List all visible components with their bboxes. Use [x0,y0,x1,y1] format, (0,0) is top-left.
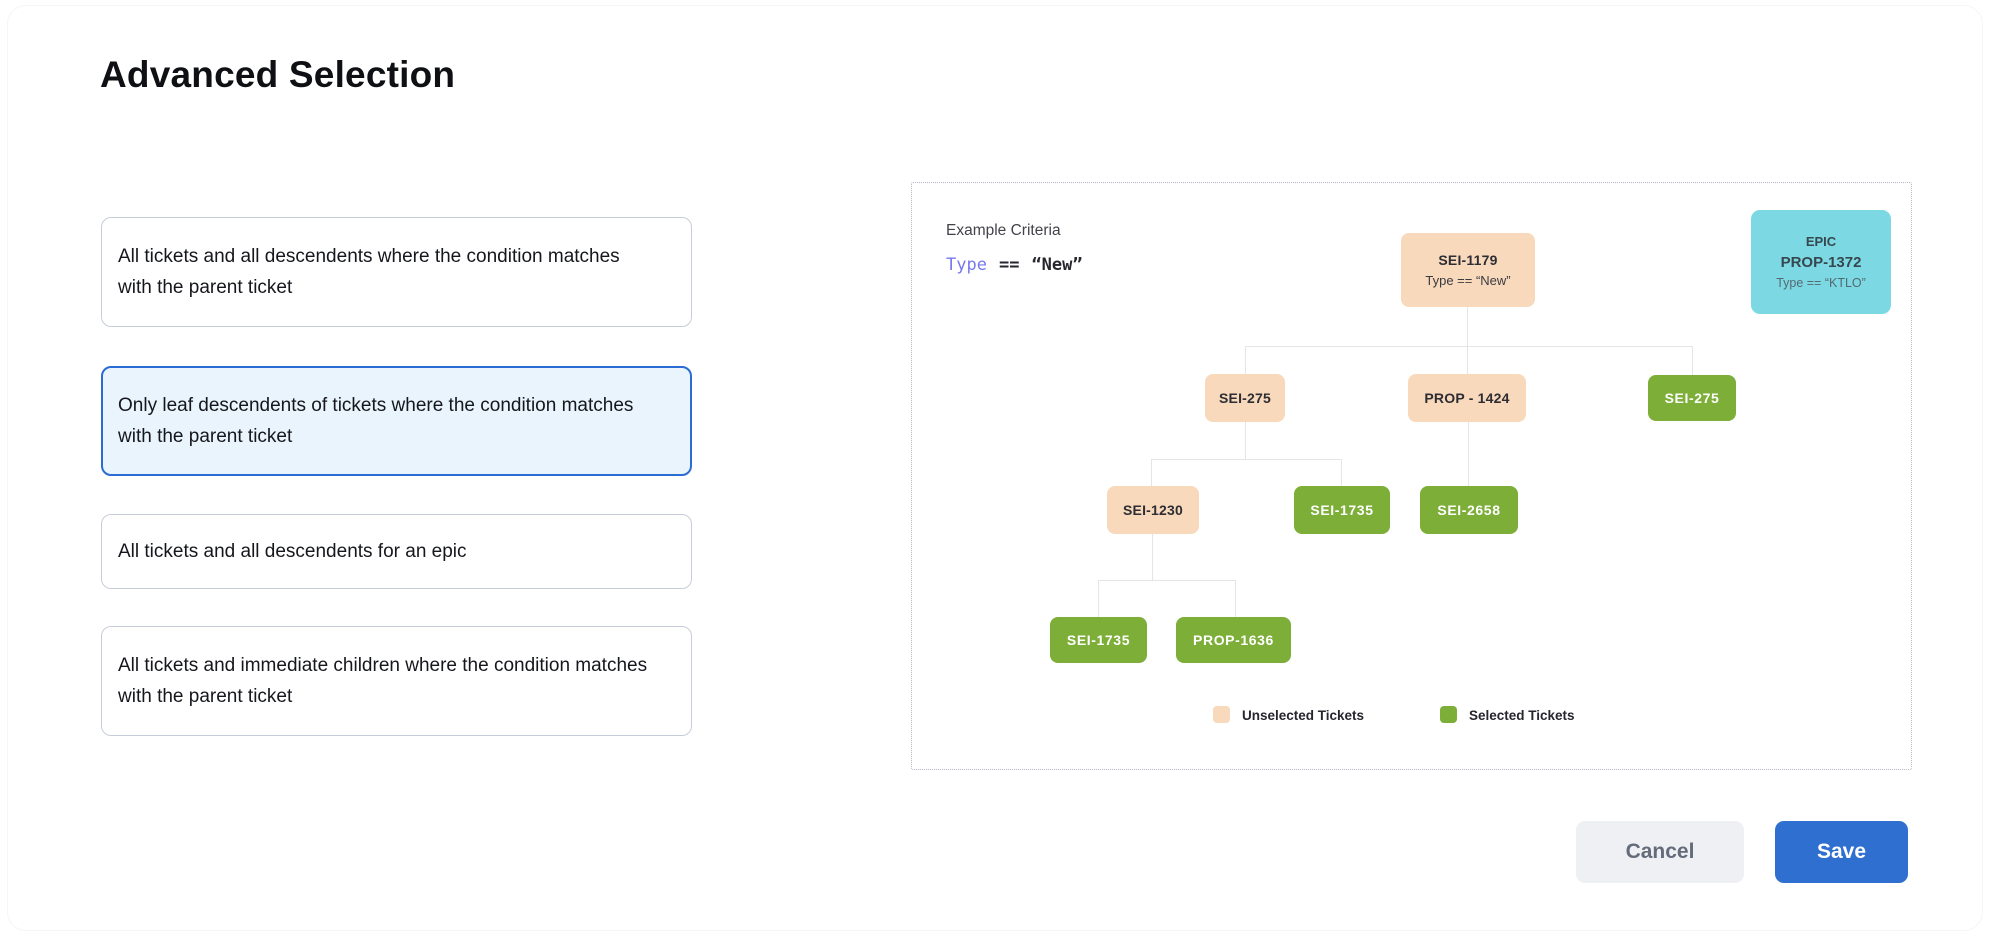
legend-label-selected: Selected Tickets [1469,708,1575,723]
tree-node-id: SEI-2658 [1437,502,1501,518]
tree-node-id: SEI-1179 [1438,252,1498,268]
option-label: All tickets and all descendents where th… [118,245,620,299]
tree-connector [1467,307,1468,374]
tree-connector [1468,422,1469,486]
tree-node: SEI-275 [1205,374,1285,422]
tree-connector [1235,580,1236,617]
option-card-epic-descendents[interactable]: All tickets and all descendents for an e… [101,514,692,589]
tree-node: SEI-1735 [1294,486,1390,534]
tree-connector [1245,346,1246,374]
tree-node-id: SEI-1735 [1066,632,1131,648]
tree-node-id: SEI-275 [1664,390,1720,406]
tree-node-id: SEI-1230 [1123,502,1183,518]
tree-node-root: SEI-1179 Type == “New” [1401,233,1535,307]
tree-node-criteria: Type == “New” [1425,273,1511,288]
tree-node: SEI-2658 [1420,486,1518,534]
option-card-all-descendents[interactable]: All tickets and all descendents where th… [101,217,692,327]
tree-connector [1245,346,1692,347]
epic-card-criteria: Type == “KTLO” [1776,276,1866,290]
cancel-button[interactable]: Cancel [1576,821,1744,883]
tree-node-id: PROP-1636 [1193,632,1274,648]
epic-card-id: PROP-1372 [1780,254,1862,271]
tree-node: SEI-275 [1648,375,1736,421]
save-button[interactable]: Save [1775,821,1908,883]
legend-label-unselected: Unselected Tickets [1242,708,1365,723]
criteria-operator: == [998,255,1020,275]
example-criteria-heading: Example Criteria [946,222,1061,239]
option-card-leaf-descendents[interactable]: Only leaf descendents of tickets where t… [101,366,692,476]
criteria-value: “New” [1031,255,1083,275]
tree-connector [1098,580,1235,581]
tree-node: SEI-1230 [1107,486,1199,534]
option-label: All tickets and immediate children where… [118,654,648,708]
tree-connector [1151,459,1152,486]
example-criteria-expression: Type == “New” [946,255,1083,275]
option-label: Only leaf descendents of tickets where t… [118,394,634,448]
tree-connector [1152,534,1153,580]
tree-node: SEI-1735 [1050,617,1147,663]
advanced-selection-dialog: Advanced Selection All tickets and all d… [8,6,1982,930]
legend-swatch-unselected [1213,706,1230,723]
page-title: Advanced Selection [100,54,456,95]
tree-connector [1245,422,1246,459]
tree-connector [1098,580,1099,617]
tree-node: PROP-1636 [1176,617,1291,663]
epic-card: EPIC PROP-1372 Type == “KTLO” [1751,210,1891,314]
epic-card-type: EPIC [1805,234,1837,249]
tree-node: PROP - 1424 [1408,374,1526,422]
tree-connector [1341,459,1342,486]
option-label: All tickets and all descendents for an e… [118,540,467,562]
tree-node-id: SEI-275 [1219,390,1271,406]
tree-connector [1151,459,1341,460]
tree-connector [1692,346,1693,375]
criteria-field: Type [946,255,987,275]
tree-node-id: SEI-1735 [1310,502,1374,518]
option-card-immediate-children[interactable]: All tickets and immediate children where… [101,626,692,736]
tree-node-id: PROP - 1424 [1424,390,1510,406]
legend-swatch-selected [1440,706,1457,723]
